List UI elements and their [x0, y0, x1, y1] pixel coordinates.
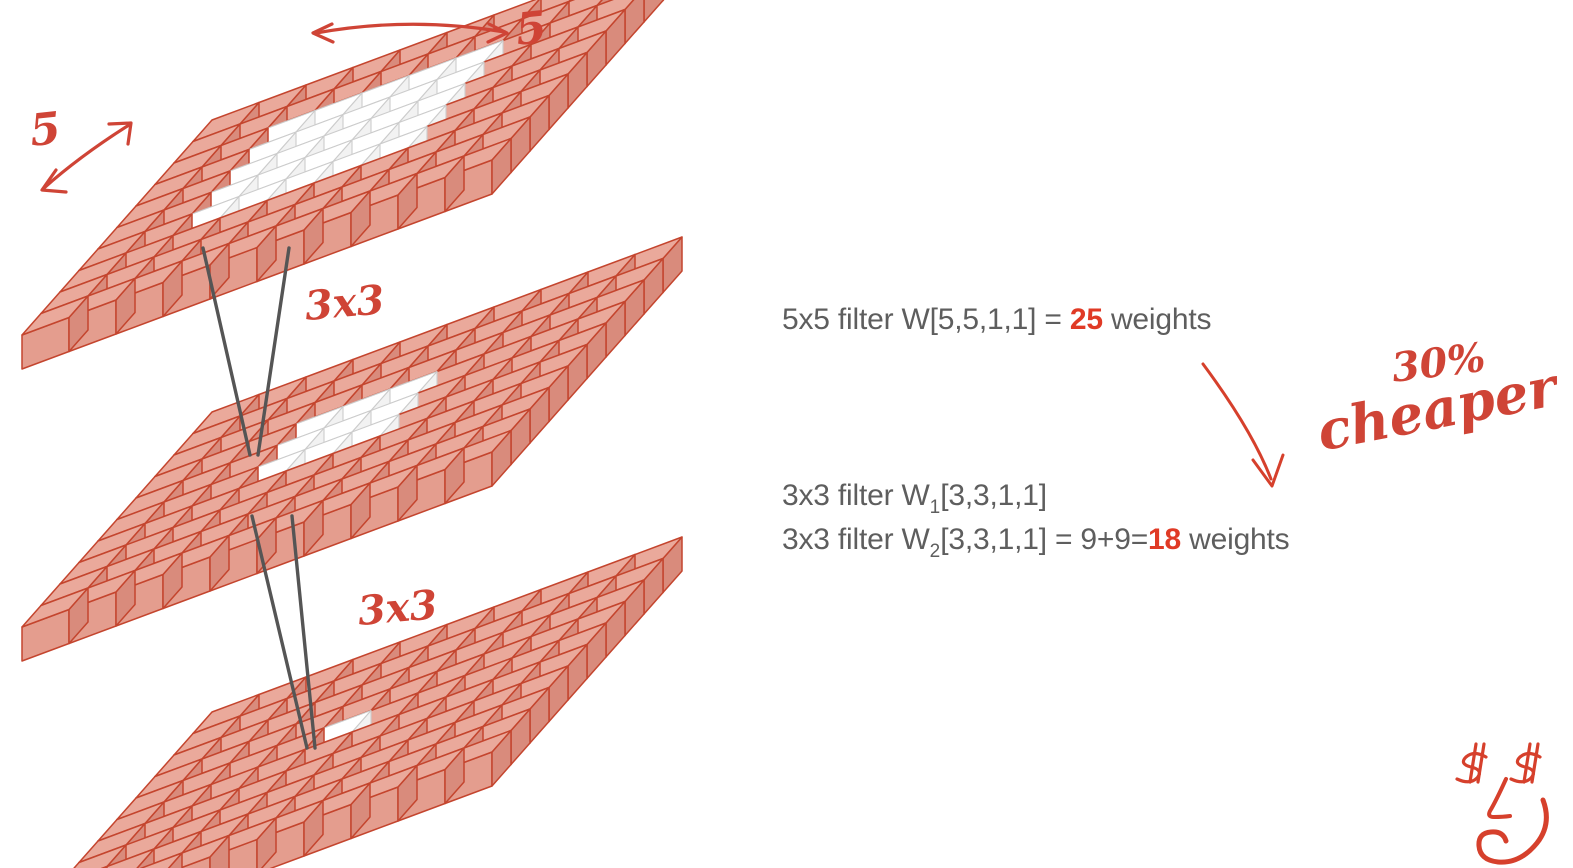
equation-line-1: 5x5 filter W[5,5,1,1] = 25 weights [782, 300, 1211, 340]
middle-layer [21, 236, 683, 662]
eq1-suffix: weights [1102, 303, 1212, 336]
eq3-suffix: weights [1181, 523, 1290, 557]
savings-arrow [1201, 362, 1285, 488]
filter-label-upper: 3x3 [302, 276, 387, 330]
equation-line-3: 3x3 filter W2[3,3,1,1] = 9+9=18 weights [782, 520, 1290, 564]
top-layer [21, 0, 665, 370]
cube-cell [21, 295, 89, 370]
smile-stroke [1476, 797, 1549, 865]
bottom-layer [73, 536, 683, 868]
eq2-prefix: 3x3 filter W [782, 479, 930, 512]
equation-line-2: 3x3 filter W1[3,3,1,1] [782, 476, 1289, 520]
eq2-subscript: 1 [929, 496, 941, 518]
eq3-subscript: 2 [929, 541, 941, 563]
eq1-value: 25 [1069, 303, 1103, 336]
dollar-eye-right [1509, 742, 1542, 784]
eq2-suffix: [3,3,1,1] [940, 479, 1047, 512]
eq1-prefix: 5x5 filter W[5,5,1,1] = [782, 303, 1070, 336]
equation-block-3x3: 3x3 filter W1[3,3,1,1] 3x3 filter W2[3,3… [782, 476, 1290, 564]
equation-block-5x5: 5x5 filter W[5,5,1,1] = 25 weights [782, 300, 1211, 340]
cube-cell [167, 834, 230, 868]
cube-cell [21, 587, 89, 662]
filter-label-lower: 3x3 [355, 581, 440, 635]
depth-label: 5 [27, 102, 64, 157]
eq3-middle: [3,3,1,1] = 9+9= [940, 523, 1149, 557]
conv-layer-diagram [0, 0, 700, 868]
eq3-prefix: 3x3 filter W [782, 523, 930, 557]
cube-cell [139, 852, 183, 868]
cube-cell [104, 848, 155, 868]
eq3-value: 18 [1148, 523, 1182, 557]
dollar-eye-left [1455, 742, 1488, 784]
layers-svg [21, 0, 683, 868]
nose-stroke [1487, 777, 1512, 819]
width-label: 5 [513, 1, 550, 56]
money-face-doodle [1455, 742, 1549, 865]
